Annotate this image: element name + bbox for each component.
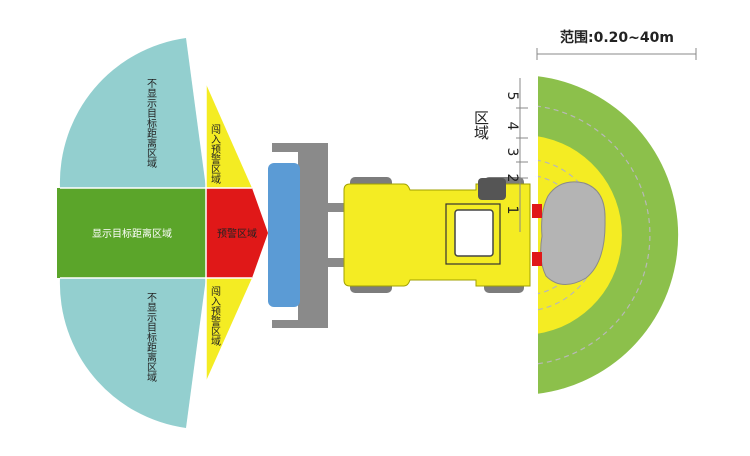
sensor-blob [540,181,606,285]
cab-window [454,209,494,257]
lower-intrusion-zone [206,278,252,381]
upper-intrusion-label: 闯入预警区域 [209,123,221,184]
top-zone-label: 不显示目标距离区域 [145,78,157,168]
warning-zone [206,188,268,278]
bottom-zone-label: 不显示目标距离区域 [145,292,157,382]
lower-intrusion-label: 闯入预警区域 [209,285,221,346]
blade-plate [268,163,300,307]
zone-number-4: 4 [504,122,520,131]
engine-box [478,178,506,200]
middle-distance-zone [57,188,207,278]
zone-axis-label: 区域 [472,110,490,140]
range-label: 范围:0.20~40m [560,29,674,46]
zone-boundary [535,105,651,365]
zone-number-2: 2 [504,174,520,183]
sensor-bracket [532,204,542,218]
warning-zone-label: 预警区域 [217,227,257,240]
zone-boundary [535,159,601,311]
blade-arm [328,203,346,212]
zone-number-5: 5 [504,92,520,101]
zone-number-1: 1 [504,206,520,215]
middle-zone-label: 显示目标距离区域 [92,227,172,240]
bottom-no-distance-zone [59,278,206,428]
blade-arm [328,258,346,267]
zone-number-3: 3 [504,148,520,157]
sensor-bracket [532,252,542,266]
top-no-distance-zone [59,38,206,188]
upper-intrusion-zone [206,84,252,188]
